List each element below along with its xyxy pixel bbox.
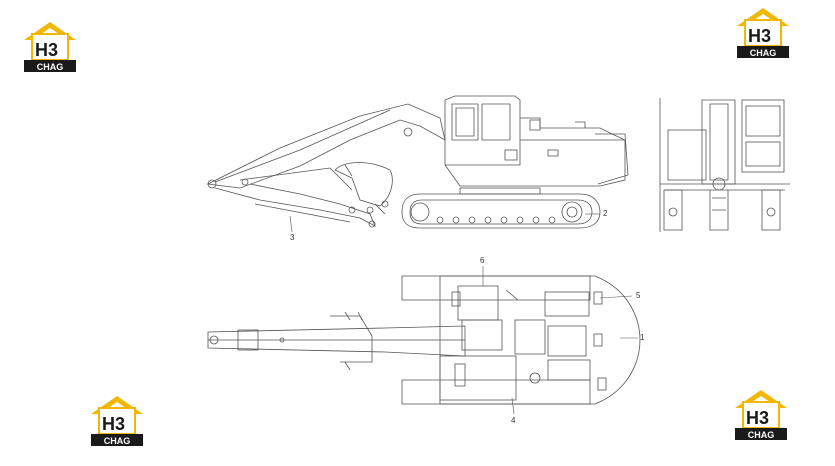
top-view: [207, 266, 641, 415]
callout-6: 6: [480, 256, 485, 265]
logo-bottom-text: CHAG: [750, 48, 777, 58]
front-view: [659, 98, 790, 232]
logo-top-right: H3 CHAG: [735, 6, 791, 60]
callout-4: 4: [511, 416, 516, 425]
logo-top-text: H3: [35, 40, 58, 60]
logo-bottom-text: CHAG: [104, 436, 131, 446]
callout-1: 1: [640, 333, 645, 342]
logo-bottom-right: H3 CHAG: [733, 388, 789, 442]
logo-top-text: H3: [746, 408, 769, 428]
logo-bottom-text: CHAG: [37, 62, 64, 72]
callout-3: 3: [290, 233, 295, 242]
logo-bottom-left: H3 CHAG: [89, 394, 145, 448]
logo-top-text: H3: [102, 414, 125, 434]
callout-2: 2: [603, 209, 608, 218]
logo-top-left: H3 CHAG: [22, 20, 78, 74]
side-view: [206, 95, 629, 233]
callout-5: 5: [636, 291, 641, 300]
logo-top-text: H3: [748, 26, 771, 46]
logo-bottom-text: CHAG: [748, 430, 775, 440]
